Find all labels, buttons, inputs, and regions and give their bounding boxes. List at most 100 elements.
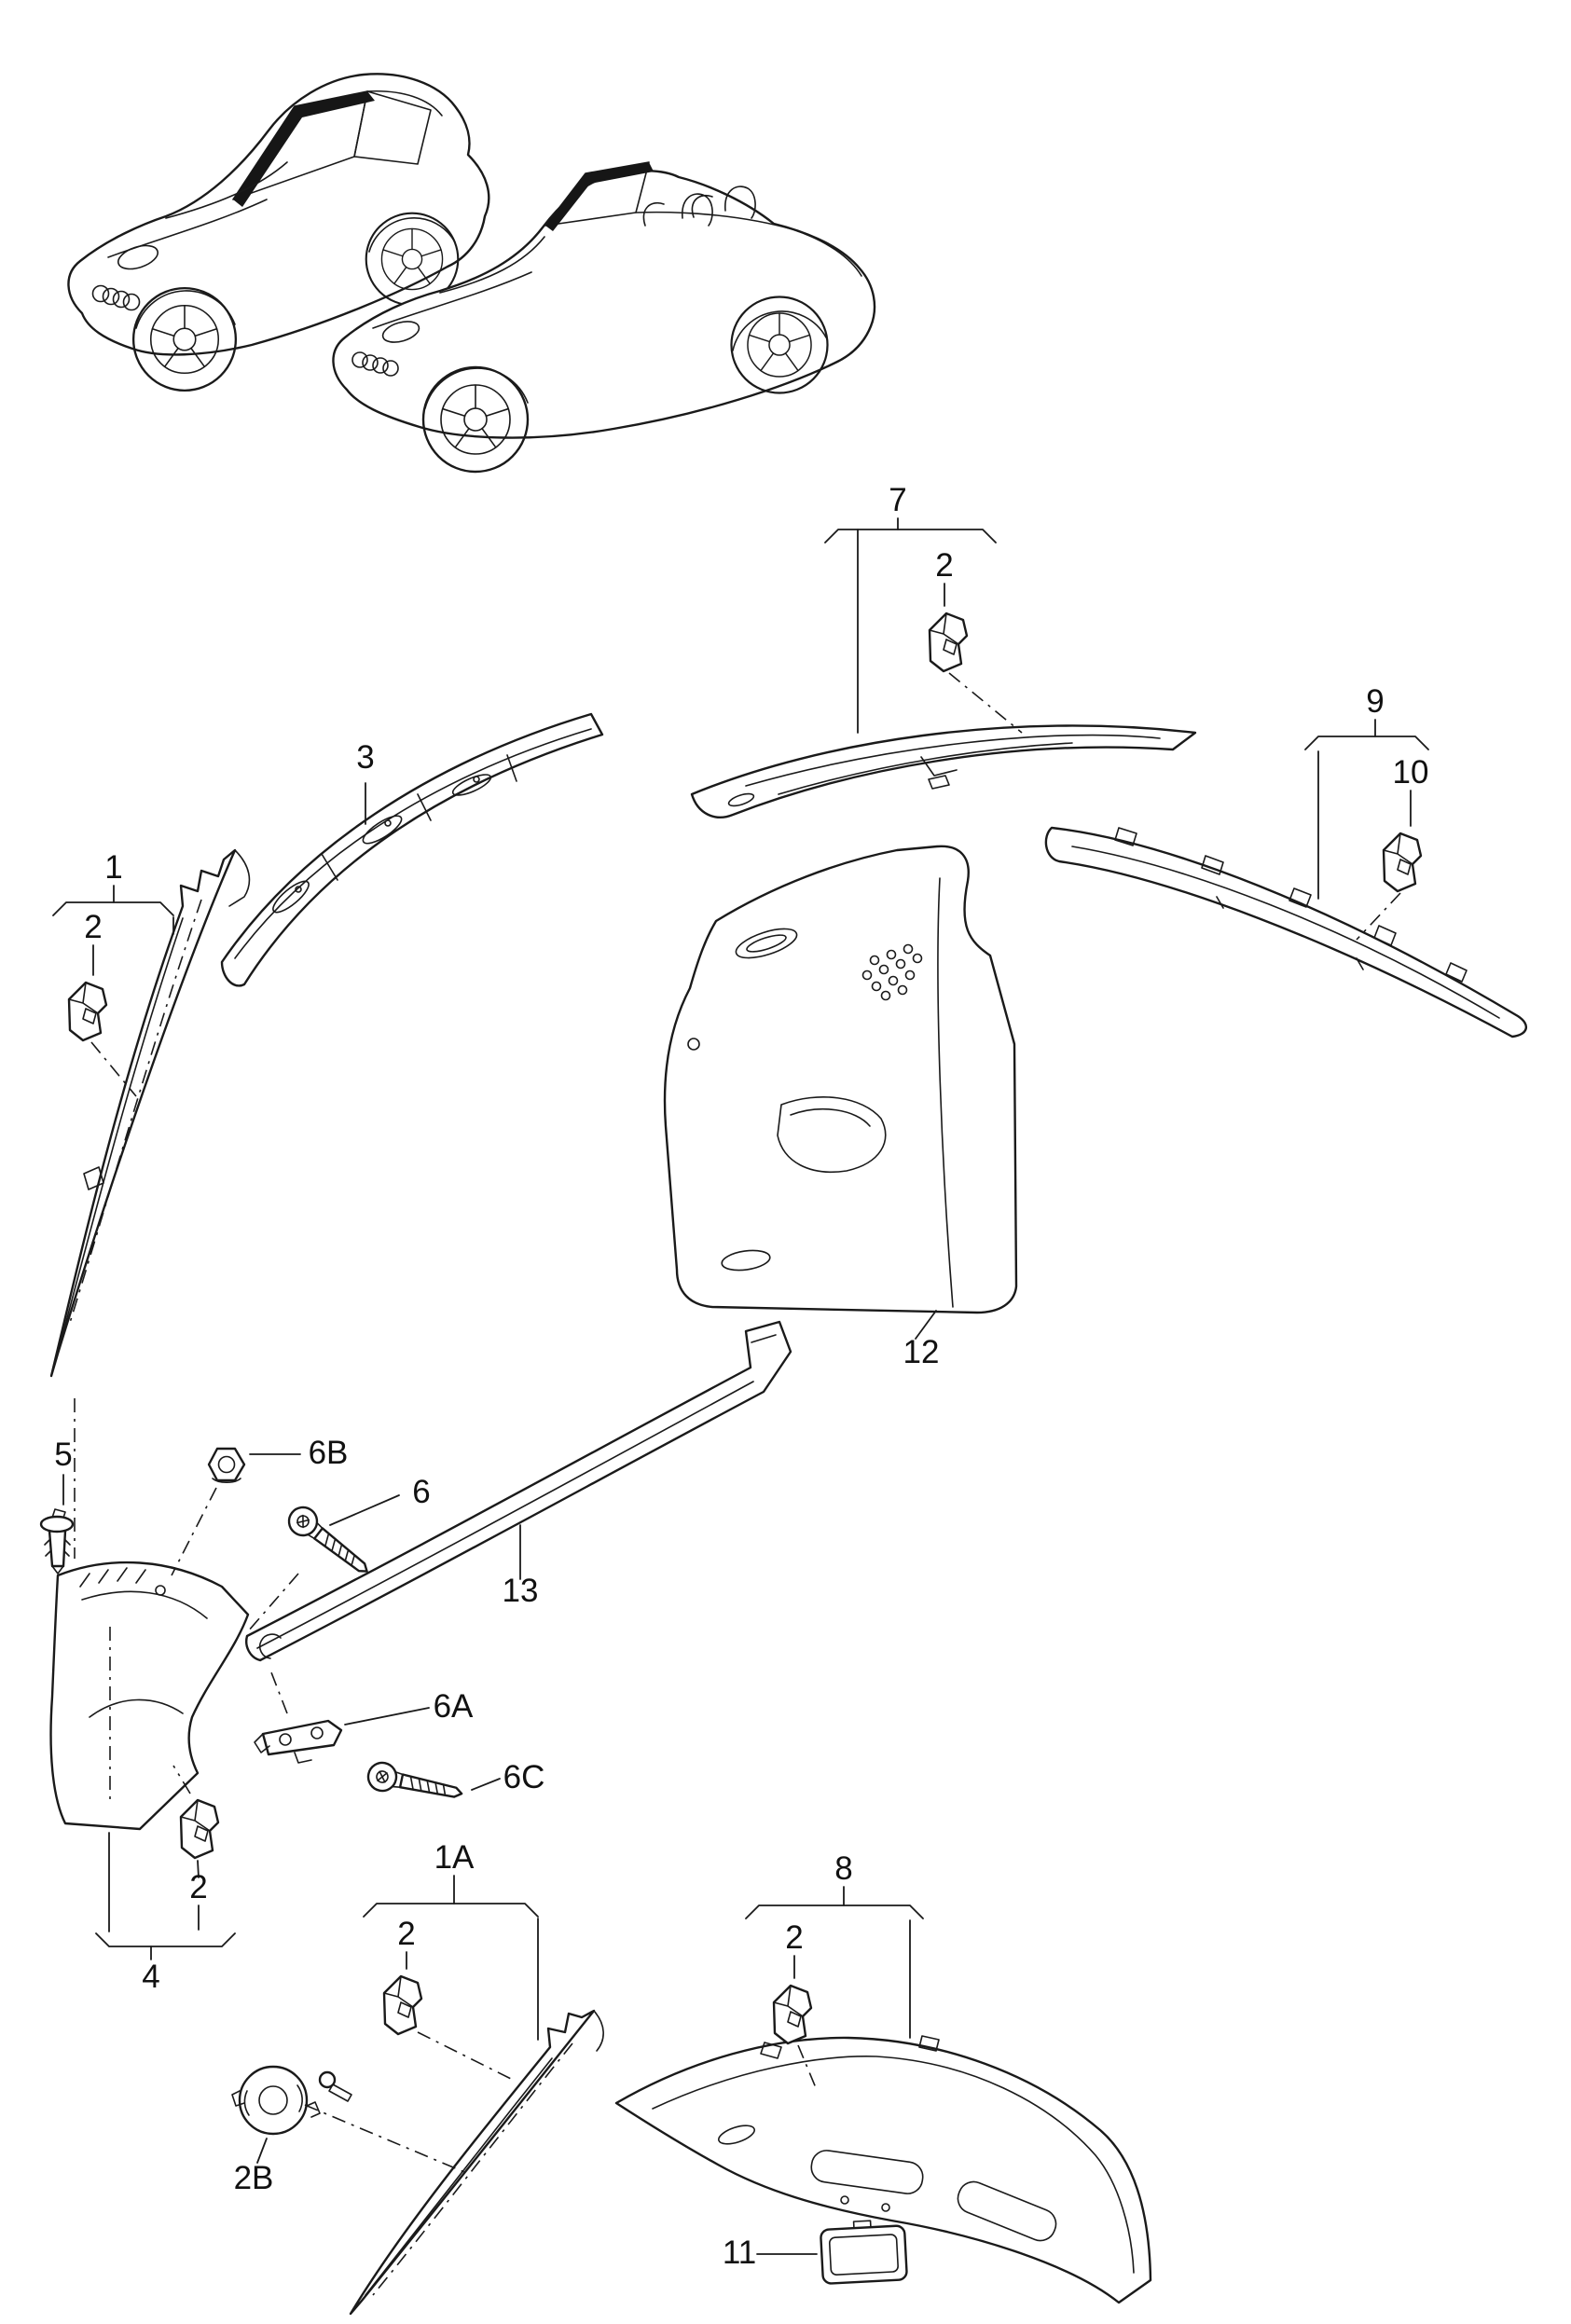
callout-2b[interactable]: 2B (234, 2160, 274, 2196)
callout-6a[interactable]: 6A (434, 1688, 474, 1725)
part-1-a-pillar-trim (49, 848, 251, 1378)
bracket-4 (95, 1932, 236, 1947)
callout-10[interactable]: 10 (1393, 754, 1429, 791)
clip-2-a-pillar-lower (382, 1974, 423, 2036)
roadster-seats (642, 195, 713, 227)
bracket-8 (745, 1905, 924, 1919)
part-3-slot-2 (362, 815, 403, 845)
part-9-hooks (1216, 896, 1364, 970)
part-3-inner-line (234, 728, 592, 959)
dash-6 (247, 1573, 299, 1632)
bracket-hole-2 (310, 1726, 324, 1740)
bracket-1 (52, 901, 174, 916)
part-1-outline (49, 848, 237, 1378)
part-9-roof-rail-trim (1044, 826, 1527, 1038)
grommet-screw-head (318, 2070, 337, 2089)
part-1-side-tab (83, 1166, 104, 1190)
bracket-hook (294, 1752, 312, 1764)
part-7-outline (690, 724, 1197, 818)
callout-1[interactable]: 1 (104, 849, 122, 886)
callout-8[interactable]: 8 (834, 1850, 852, 1887)
coupe-side-window (353, 90, 432, 165)
part-11-cover-plate (820, 2220, 908, 2285)
part-13-endcap-line (751, 1334, 777, 1343)
part-12-side-trim-panel (663, 845, 1018, 1314)
bracket-strap (261, 1719, 343, 1756)
bracket-1a (363, 1903, 539, 1918)
part-4-inner-lines (81, 1590, 208, 1718)
callout-7[interactable]: 7 (889, 482, 906, 518)
callout-linework (52, 517, 1429, 2255)
car-coupe-illustration (67, 73, 490, 392)
callout-5[interactable]: 5 (54, 1437, 72, 1473)
part-12-outline (663, 845, 1018, 1314)
callout-2-kick[interactable]: 2 (189, 1869, 207, 1905)
part-13-sill-trim (245, 1320, 792, 1662)
part-8-slot-2 (957, 2180, 1057, 2242)
clip-2-roof-frame (928, 612, 969, 673)
part-1-inner-line (61, 917, 184, 1340)
leader-12 (915, 1310, 937, 1340)
part-8-inner-line (652, 2056, 1135, 2274)
roadster-wheel-arches (424, 310, 827, 409)
leader-6 (329, 1494, 400, 1526)
callout-9[interactable]: 9 (1366, 683, 1384, 720)
callout-2-1a[interactable]: 2 (397, 1916, 415, 1952)
callout-2-roof[interactable]: 2 (935, 547, 953, 584)
part-4-outline (49, 1561, 250, 1831)
part-8-oval-slot (718, 2125, 755, 2145)
callout-2-8[interactable]: 2 (785, 1919, 803, 1956)
callout-2-apillar[interactable]: 2 (84, 909, 102, 945)
nut-bore (217, 1455, 236, 1474)
part-1a-top-hook (593, 2010, 604, 2052)
part-1a-outline (349, 2009, 596, 2316)
part-13-inner-line (256, 1381, 754, 1649)
bracket-9 (1304, 736, 1429, 750)
part-3-roof-frame-trim (220, 712, 604, 987)
callout-12[interactable]: 12 (903, 1334, 940, 1370)
grommet-screw-shaft (328, 2083, 352, 2102)
callout-6b[interactable]: 6B (309, 1435, 349, 1471)
roadster-headlight (381, 321, 420, 343)
part-13-outline (245, 1320, 792, 1662)
part-9-clip-tabs (1114, 827, 1468, 983)
callout-11[interactable]: 11 (723, 2235, 756, 2271)
clip-2-kick-panel (179, 1798, 220, 1860)
part-8-slot-1 (810, 2150, 924, 2194)
roadster-highlighted-windscreen-frame (545, 162, 654, 231)
part-1a-a-pillar-trim (349, 2009, 604, 2316)
part-11-inner (828, 2234, 899, 2276)
leader-2-kick-a (197, 1860, 200, 1878)
coupe-brand-rings-icon (91, 284, 141, 311)
dash-6a (270, 1671, 288, 1714)
callout-13[interactable]: 13 (503, 1573, 539, 1609)
part-6c-screw (365, 1759, 466, 1808)
bracket-hole-1 (279, 1733, 292, 1746)
rivet-tip (51, 1565, 64, 1575)
part-12-lower-slot (721, 1249, 771, 1272)
callout-4[interactable]: 4 (142, 1959, 159, 1995)
callout-3[interactable]: 3 (356, 739, 374, 776)
part-8-hole-1 (840, 2195, 849, 2205)
roadster-rear-deck-line (792, 228, 862, 277)
part-3-segment-lines (321, 754, 517, 881)
dash-2-roof (948, 672, 1023, 734)
part-7-slot (727, 792, 755, 807)
callout-1a[interactable]: 1A (434, 1839, 475, 1876)
part-8-outline (614, 2036, 1152, 2304)
nut-flange (212, 1478, 241, 1483)
part-7-windscreen-frame-trim (690, 724, 1197, 818)
part-3-slot-1 (272, 880, 310, 914)
clip-10-roof-rail (1382, 832, 1423, 893)
roadster-beltline (635, 211, 793, 230)
part-1-top-hook (228, 849, 251, 907)
leader-6a (344, 1707, 430, 1726)
callout-6[interactable]: 6 (412, 1474, 430, 1510)
clip-2-a-pillar (67, 981, 108, 1042)
part-1-centerline (68, 899, 202, 1327)
part-7-clip-pocket (920, 756, 958, 790)
callout-6c[interactable]: 6C (503, 1759, 545, 1795)
coupe-body-outline (67, 73, 490, 356)
